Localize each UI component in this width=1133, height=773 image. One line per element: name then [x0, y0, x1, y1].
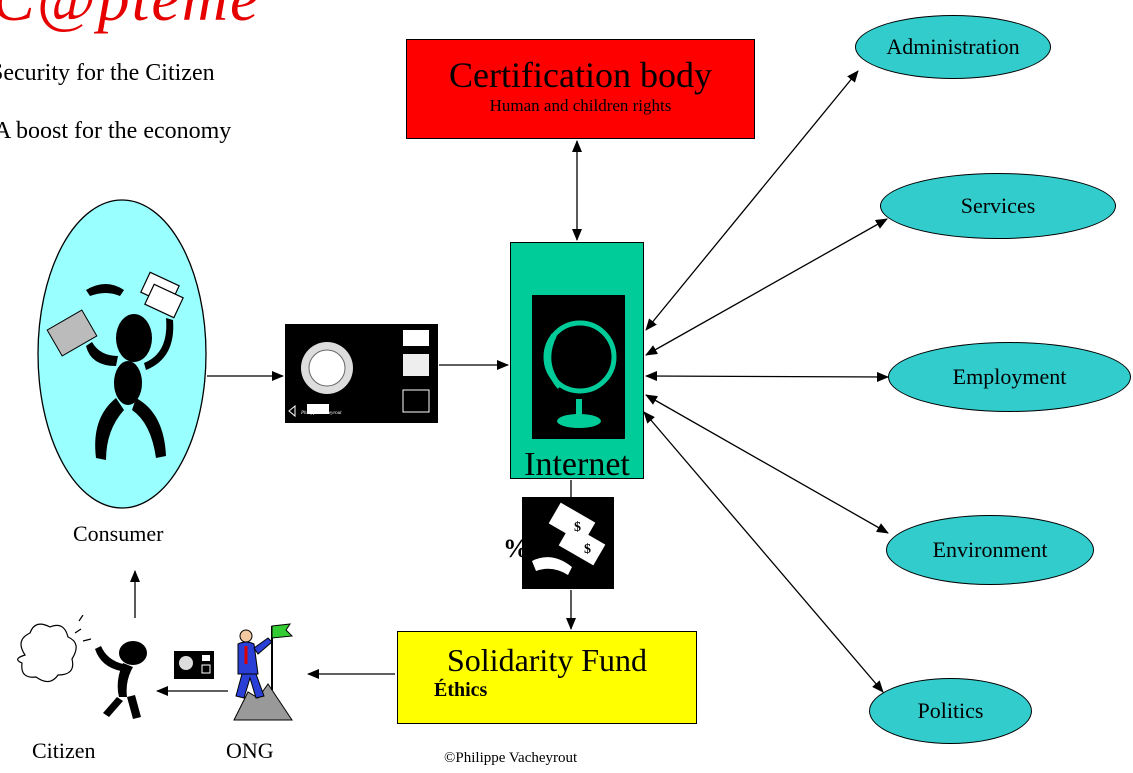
solidarity-fund-box: Solidarity Fund Éthics: [397, 631, 697, 724]
bullet-security: Security for the Citizen: [0, 60, 215, 86]
arrow-internet-services: [645, 218, 888, 356]
citizen-label: Citizen: [32, 738, 96, 763]
arrow-internet-environment: [645, 394, 889, 534]
copyright: ©Philippe Vacheyrout: [444, 750, 578, 766]
destination-employment: Employment: [888, 342, 1131, 412]
destination-administration: Administration: [855, 15, 1051, 79]
destination-environment: Environment: [886, 515, 1094, 585]
destination-politics: Politics: [869, 678, 1032, 744]
arrow-internet-employment: [645, 371, 889, 382]
citizen-figure-icon: [17, 615, 147, 719]
keyboard-icon: [46, 309, 98, 357]
ong-climber-icon: [233, 623, 294, 721]
phone-icon: [86, 284, 124, 296]
consumer-label: Consumer: [73, 521, 164, 546]
consumer-oval: [37, 199, 207, 509]
card-artwork-icon: [288, 330, 430, 418]
certification-subtitle: Human and children rights: [489, 96, 672, 115]
destination-services: Services: [880, 173, 1116, 239]
certification-title: Certification body: [449, 55, 712, 95]
money-icon: $ $: [522, 497, 614, 589]
certification-body-box: Certification body Human and children ri…: [406, 39, 755, 139]
juggler-figure-icon: [86, 314, 174, 460]
percent-sign: %: [503, 534, 529, 563]
bank-card: Philippe Vacheyrout: [285, 324, 438, 423]
card-holder: Philippe Vacheyrout: [301, 411, 342, 416]
globe-icon: [532, 295, 625, 439]
logo: C@pteme: [0, 0, 260, 36]
ong-label: ONG: [226, 738, 274, 763]
envelopes-icon: [140, 271, 184, 319]
svg-text:$: $: [574, 520, 581, 535]
arrow-internet-politics: [643, 411, 884, 693]
solidarity-subtitle: Éthics: [434, 679, 488, 701]
internet-box: Internet: [510, 242, 644, 483]
solidarity-title: Solidarity Fund: [446, 642, 647, 678]
internet-label: Internet: [524, 446, 630, 483]
citizen-card-icon: [174, 651, 214, 679]
svg-text:$: $: [584, 542, 591, 557]
bullet-economy: A boost for the economy: [0, 118, 232, 144]
